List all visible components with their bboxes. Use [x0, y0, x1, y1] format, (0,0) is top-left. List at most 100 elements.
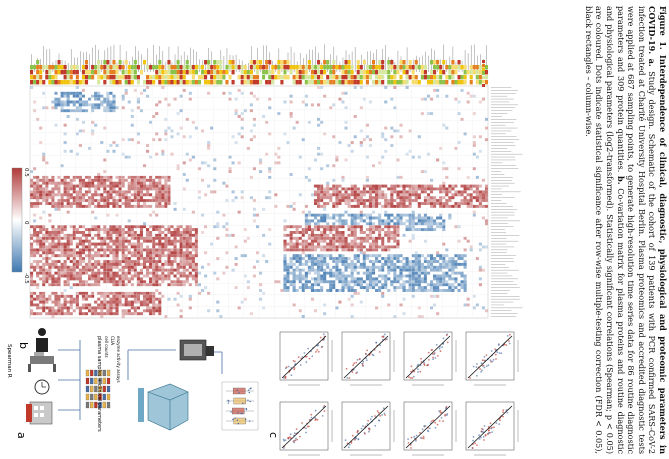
heatmap-cell — [381, 193, 385, 197]
heatmap-cell — [136, 199, 140, 203]
heatmap-cell — [289, 112, 293, 116]
heatmap-cell — [463, 289, 467, 292]
heatmap-cell — [387, 254, 391, 258]
heatmap-cell — [146, 309, 150, 313]
annotation-cell — [170, 75, 174, 80]
heatmap-cell — [188, 245, 192, 249]
heatmap-cell — [436, 199, 440, 203]
annotation-cell — [252, 65, 256, 70]
heatmap-cell — [341, 239, 345, 243]
heatmap-cell — [368, 190, 373, 194]
heatmap-cell — [478, 265, 482, 269]
heatmap-cell — [375, 283, 379, 287]
heatmap-cell — [121, 312, 125, 316]
heatmap-cell — [121, 245, 125, 249]
heatmap-cell — [332, 283, 336, 287]
heatmap-cell — [121, 94, 125, 98]
heatmap-cell — [439, 213, 443, 217]
scatter-point — [371, 353, 374, 356]
annotation-cell — [164, 80, 168, 85]
heatmap-cell — [451, 283, 455, 287]
heatmap-cell — [97, 271, 101, 275]
heatmap-cell — [265, 260, 269, 263]
heatmap-cell — [94, 103, 98, 107]
heatmap-cell — [45, 239, 49, 243]
heatmap-cell — [332, 164, 336, 168]
heatmap-cell — [365, 135, 369, 139]
heatmap-cell — [310, 103, 315, 107]
heatmap-cell — [478, 135, 482, 139]
heatmap-cell — [152, 248, 156, 252]
heatmap-cell — [179, 242, 183, 246]
heatmap-cell — [414, 222, 418, 226]
heatmap-cell — [36, 231, 40, 234]
heatmap-cell — [78, 248, 82, 252]
heatmap-cell — [42, 274, 46, 278]
heatmap-cell — [350, 260, 354, 263]
heatmap-cell — [51, 100, 55, 104]
heatmap-cell — [420, 170, 424, 174]
heatmap-cell — [161, 274, 165, 278]
heatmap-cell — [323, 196, 327, 200]
heatmap-cell — [161, 152, 165, 156]
heatmap-cell — [97, 91, 101, 95]
heatmap-cell — [118, 248, 122, 252]
heatmap-cell — [216, 236, 220, 240]
heatmap-cell — [317, 260, 321, 263]
annotation-cell — [298, 65, 302, 70]
heatmap-cell — [81, 283, 86, 287]
heatmap-cell — [54, 100, 58, 104]
heatmap-cell — [72, 199, 76, 203]
heatmap-cell — [164, 129, 168, 133]
heatmap-cell — [54, 187, 58, 191]
heatmap-cell — [173, 254, 177, 258]
heatmap-cell — [63, 181, 67, 185]
heatmap-cell — [423, 260, 427, 263]
heatmap-cell — [411, 271, 415, 275]
heatmap-cell — [292, 254, 296, 258]
annotation-cell — [252, 80, 256, 85]
heatmap-cell — [69, 109, 73, 113]
heatmap-cell — [234, 257, 238, 261]
heatmap-cell — [81, 109, 86, 113]
heatmap-cell — [313, 199, 318, 203]
heatmap-cell — [182, 271, 186, 275]
heatmap-cell — [170, 248, 174, 252]
heatmap-cell — [451, 187, 455, 191]
heatmap-cell — [78, 242, 82, 246]
heatmap-cell — [332, 184, 336, 188]
heatmap-cell — [161, 251, 165, 255]
heatmap-cell — [457, 202, 461, 205]
heatmap-cell — [240, 196, 244, 200]
heatmap-cell — [375, 242, 379, 246]
heatmap-cell — [112, 187, 116, 191]
heatmap-cell — [84, 233, 89, 237]
annotation-cell — [356, 70, 360, 75]
heatmap-cell — [341, 193, 345, 197]
heatmap-cell — [69, 274, 73, 278]
heatmap-cell — [103, 190, 107, 194]
heatmap-cell — [393, 265, 397, 269]
heatmap-cell — [152, 280, 156, 284]
heatmap-cell — [115, 242, 119, 246]
heatmap-cell — [375, 184, 379, 188]
heatmap-cell — [368, 225, 373, 229]
sample-tube — [98, 369, 102, 377]
heatmap-cell — [136, 294, 140, 298]
heatmap-cell — [84, 312, 89, 316]
heatmap-cell — [176, 225, 180, 229]
heatmap-cell — [136, 239, 140, 243]
heatmap-cell — [88, 196, 92, 200]
heatmap-cell — [387, 204, 391, 208]
heatmap-cell — [283, 233, 287, 237]
heatmap-cell — [329, 187, 333, 191]
heatmap-cell — [127, 271, 131, 275]
heatmap-cell — [112, 271, 116, 275]
heatmap-cell — [347, 213, 351, 217]
heatmap-cell — [69, 265, 73, 269]
heatmap-cell — [139, 181, 144, 185]
heatmap-cell — [84, 297, 89, 301]
heatmap-cell — [228, 167, 232, 171]
annotation-cell — [356, 80, 360, 85]
heatmap-cell — [313, 216, 318, 220]
